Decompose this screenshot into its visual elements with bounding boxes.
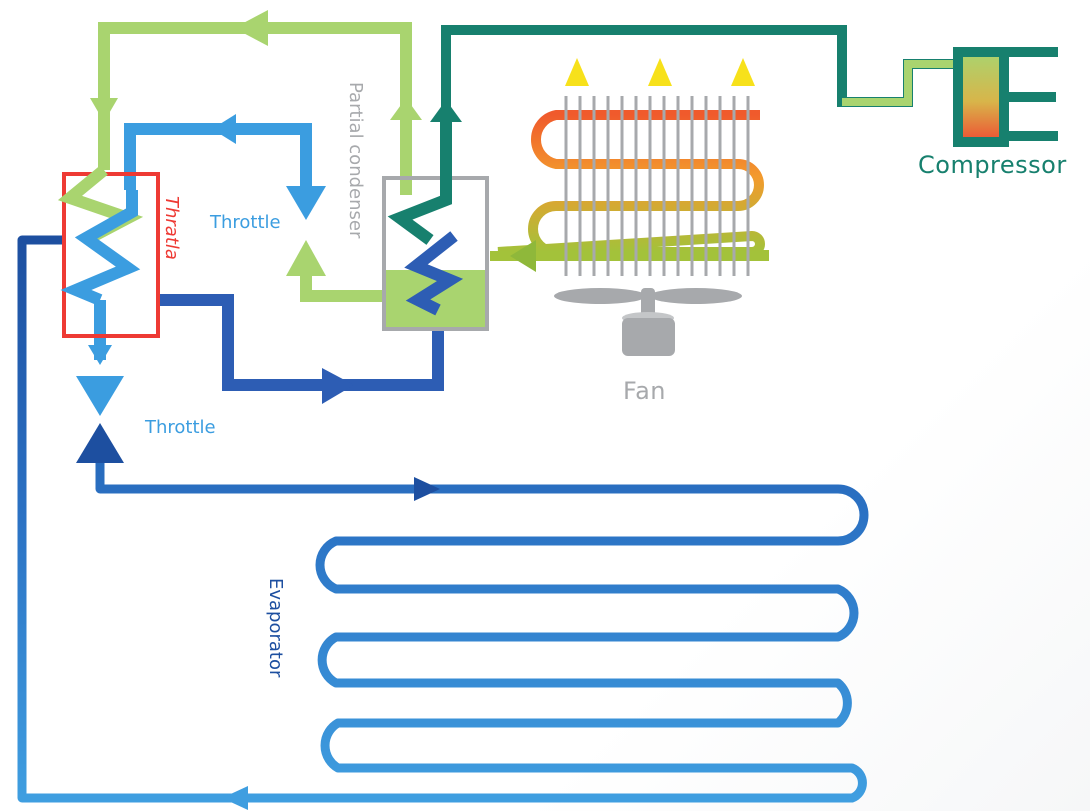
dark-blue-arrow	[322, 368, 354, 404]
compressor-label: Compressor	[918, 151, 1067, 179]
thratla-box	[62, 172, 160, 338]
compressor-e-shape	[1004, 47, 1058, 141]
evaporator-coil	[17, 235, 869, 803]
blue-arrow-left	[212, 114, 236, 144]
throttle-top-label: Throttle	[210, 212, 281, 233]
compressor-suction-line	[842, 60, 960, 106]
evaporator-arrow-right	[414, 477, 440, 501]
partial-condenser-blue-zigzag	[404, 231, 464, 316]
heat-arrow-3	[731, 58, 755, 86]
throttle-top-arrow-down	[286, 186, 326, 220]
evaporator-return-arrow	[222, 786, 248, 810]
green-arrow-left	[234, 10, 268, 46]
blue-down-arrow-small	[88, 345, 112, 365]
throttle-bottom-label: Throttle	[145, 417, 216, 438]
thratla-label: Thratla	[161, 196, 182, 260]
compressor-body	[953, 47, 1009, 147]
fan-icon	[554, 288, 742, 356]
partial-condenser-label: Partial condenser	[345, 82, 366, 239]
teal-arrow-up	[430, 100, 462, 122]
condenser-outlet-arrow	[510, 240, 536, 272]
heat-arrow-2	[648, 58, 672, 86]
throttle-bottom-arrow-up	[76, 423, 124, 463]
partial-condenser-teal-zigzag	[387, 110, 452, 245]
condenser-fins	[564, 96, 750, 276]
evaporator-label: Evaporator	[265, 578, 286, 678]
green-arrow-up	[390, 98, 422, 120]
partial-condenser-box	[382, 176, 489, 331]
green-throttle-line	[300, 272, 384, 302]
heat-arrow-1	[565, 58, 589, 86]
throttle-bottom-arrow-down	[76, 376, 124, 416]
green-arrow-down	[90, 98, 118, 122]
thratla-blue-zigzag	[60, 190, 141, 306]
green-throttle-arrow	[286, 240, 326, 276]
dark-blue-line	[160, 294, 444, 391]
fan-label: Fan	[623, 377, 667, 405]
